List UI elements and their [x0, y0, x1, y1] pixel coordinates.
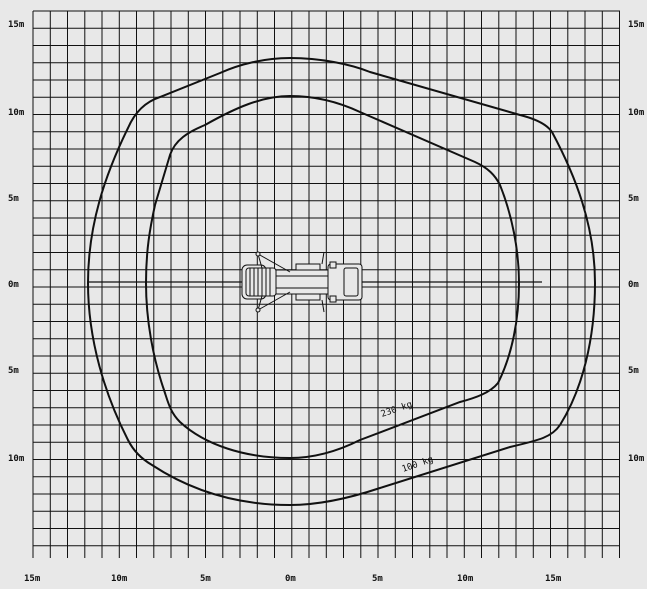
right-label-5m-lower: 5m	[628, 366, 639, 376]
left-label-10m-lower: 10m	[8, 454, 25, 464]
right-label-15m: 15m	[628, 20, 645, 30]
vehicle-top-view-icon	[241, 251, 363, 313]
grid	[32, 10, 620, 558]
bottom-axis-labels: 15m 10m 5m 0m 5m 10m 15m	[24, 574, 562, 584]
left-label-0m: 0m	[8, 280, 19, 290]
left-label-5m-lower: 5m	[8, 366, 19, 376]
right-label-10m: 10m	[628, 108, 645, 118]
left-label-15m: 15m	[8, 20, 25, 30]
bottom-label-5m-left: 5m	[200, 574, 211, 584]
bottom-label-10m-left: 10m	[111, 574, 128, 584]
left-label-5m: 5m	[8, 194, 19, 204]
left-label-10m: 10m	[8, 108, 25, 118]
bottom-label-0m: 0m	[285, 574, 296, 584]
right-label-10m-lower: 10m	[628, 454, 645, 464]
bottom-label-10m-right: 10m	[457, 574, 474, 584]
inner-range-curve-230kg	[144, 94, 521, 460]
bottom-label-15m-right: 15m	[545, 574, 562, 584]
bottom-label-15m-left: 15m	[24, 574, 41, 584]
bottom-label-5m-right: 5m	[372, 574, 383, 584]
right-label-0m: 0m	[628, 280, 639, 290]
right-axis-labels: 15m 10m 5m 0m 5m 10m	[628, 20, 645, 464]
left-axis-labels: 15m 10m 5m 0m 5m 10m	[8, 20, 25, 464]
outer-range-curve-100kg	[86, 56, 597, 507]
right-label-5m: 5m	[628, 194, 639, 204]
inner-curve-label: 230 kg	[380, 400, 414, 420]
